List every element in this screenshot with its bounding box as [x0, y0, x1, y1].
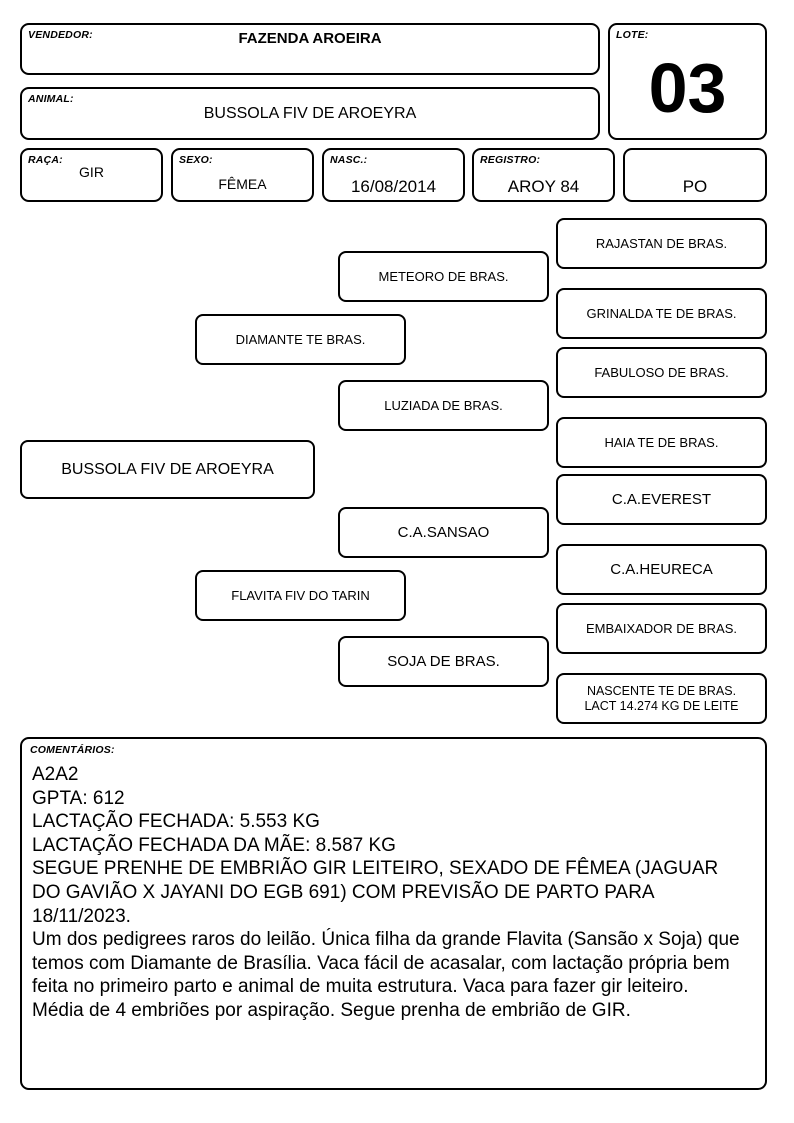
pedigree-animal: BUSSOLA FIV DE AROEYRA: [20, 440, 315, 499]
pedigree-dam-name: FLAVITA FIV DO TARIN: [231, 587, 370, 603]
sex-box: SEXO: FÊMEA: [171, 148, 314, 202]
pedigree-dam-dam-name: SOJA DE BRAS.: [387, 652, 500, 670]
birth-label: NASC.:: [330, 154, 368, 166]
comments-box: COMENTÁRIOS: A2A2 GPTA: 612 LACTAÇÃO FEC…: [20, 737, 767, 1090]
breed-value: GIR: [79, 164, 104, 180]
breed-box: RAÇA: GIR: [20, 148, 163, 202]
birth-value: 16/08/2014: [350, 177, 437, 196]
category-box: PO: [623, 148, 767, 202]
lot-box: LOTE: 03: [608, 23, 767, 140]
pedigree-ggp-4: HAIA TE DE BRAS.: [556, 417, 767, 468]
pedigree-ggp-1: RAJASTAN DE BRAS.: [556, 218, 767, 269]
pedigree-ggp-3: FABULOSO DE BRAS.: [556, 347, 767, 398]
pedigree-ggp-1-name: RAJASTAN DE BRAS.: [595, 235, 728, 251]
pedigree-ggp-7: EMBAIXADOR DE BRAS.: [556, 603, 767, 654]
pedigree-ggp-2: GRINALDA TE DE BRAS.: [556, 288, 767, 339]
seller-box: VENDEDOR: FAZENDA AROEIRA: [20, 23, 600, 75]
pedigree-ggp-6-name: C.A.HEURECA: [610, 560, 713, 578]
birth-box: NASC.: 16/08/2014: [322, 148, 465, 202]
registry-box: REGISTRO: AROY 84: [472, 148, 615, 202]
pedigree-dam-dam: SOJA DE BRAS.: [338, 636, 549, 687]
pedigree-ggp-3-name: FABULOSO DE BRAS.: [594, 364, 729, 380]
comments-label: COMENTÁRIOS:: [30, 744, 115, 756]
pedigree-ggp-8-name: NASCENTE TE DE BRAS.: [586, 683, 737, 698]
lot-label: LOTE:: [616, 29, 649, 41]
category-value: PO: [682, 177, 708, 196]
comments-text: A2A2 GPTA: 612 LACTAÇÃO FECHADA: 5.553 K…: [32, 764, 740, 1021]
seller-value: FAZENDA AROEIRA: [238, 30, 382, 47]
registry-value: AROY 84: [507, 177, 580, 196]
lot-number: 03: [648, 49, 727, 127]
pedigree-ggp-5: C.A.EVEREST: [556, 474, 767, 525]
pedigree-sire: DIAMANTE TE BRAS.: [195, 314, 406, 365]
breed-label: RAÇA:: [28, 154, 63, 166]
pedigree-dam-sire: C.A.SANSAO: [338, 507, 549, 558]
sex-value: FÊMEA: [218, 176, 267, 192]
pedigree-dam: FLAVITA FIV DO TARIN: [195, 570, 406, 621]
pedigree-ggp-8-note: LACT 14.274 KG DE LEITE: [584, 698, 739, 713]
pedigree-ggp-4-name: HAIA TE DE BRAS.: [604, 434, 719, 450]
animal-box: ANIMAL: BUSSOLA FIV DE AROEYRA: [20, 87, 600, 140]
pedigree-sire-dam: LUZIADA DE BRAS.: [338, 380, 549, 431]
pedigree-sire-name: DIAMANTE TE BRAS.: [235, 331, 366, 347]
sex-label: SEXO:: [179, 154, 213, 166]
animal-value: BUSSOLA FIV DE AROEYRA: [203, 105, 417, 122]
pedigree-ggp-5-name: C.A.EVEREST: [611, 490, 712, 508]
pedigree-sire-sire-name: METEORO DE BRAS.: [378, 268, 509, 284]
pedigree-dam-sire-name: C.A.SANSAO: [397, 523, 490, 541]
pedigree-animal-name: BUSSOLA FIV DE AROEYRA: [61, 460, 274, 478]
pedigree-sire-dam-name: LUZIADA DE BRAS.: [384, 397, 503, 413]
pedigree-sire-sire: METEORO DE BRAS.: [338, 251, 549, 302]
animal-label: ANIMAL:: [28, 93, 74, 105]
pedigree-ggp-6: C.A.HEURECA: [556, 544, 767, 595]
pedigree-ggp-7-name: EMBAIXADOR DE BRAS.: [586, 620, 737, 636]
pedigree-ggp-2-name: GRINALDA TE DE BRAS.: [586, 305, 737, 321]
seller-label: VENDEDOR:: [28, 29, 93, 41]
pedigree-ggp-8: NASCENTE TE DE BRAS. LACT 14.274 KG DE L…: [556, 673, 767, 724]
registry-label: REGISTRO:: [480, 154, 541, 166]
